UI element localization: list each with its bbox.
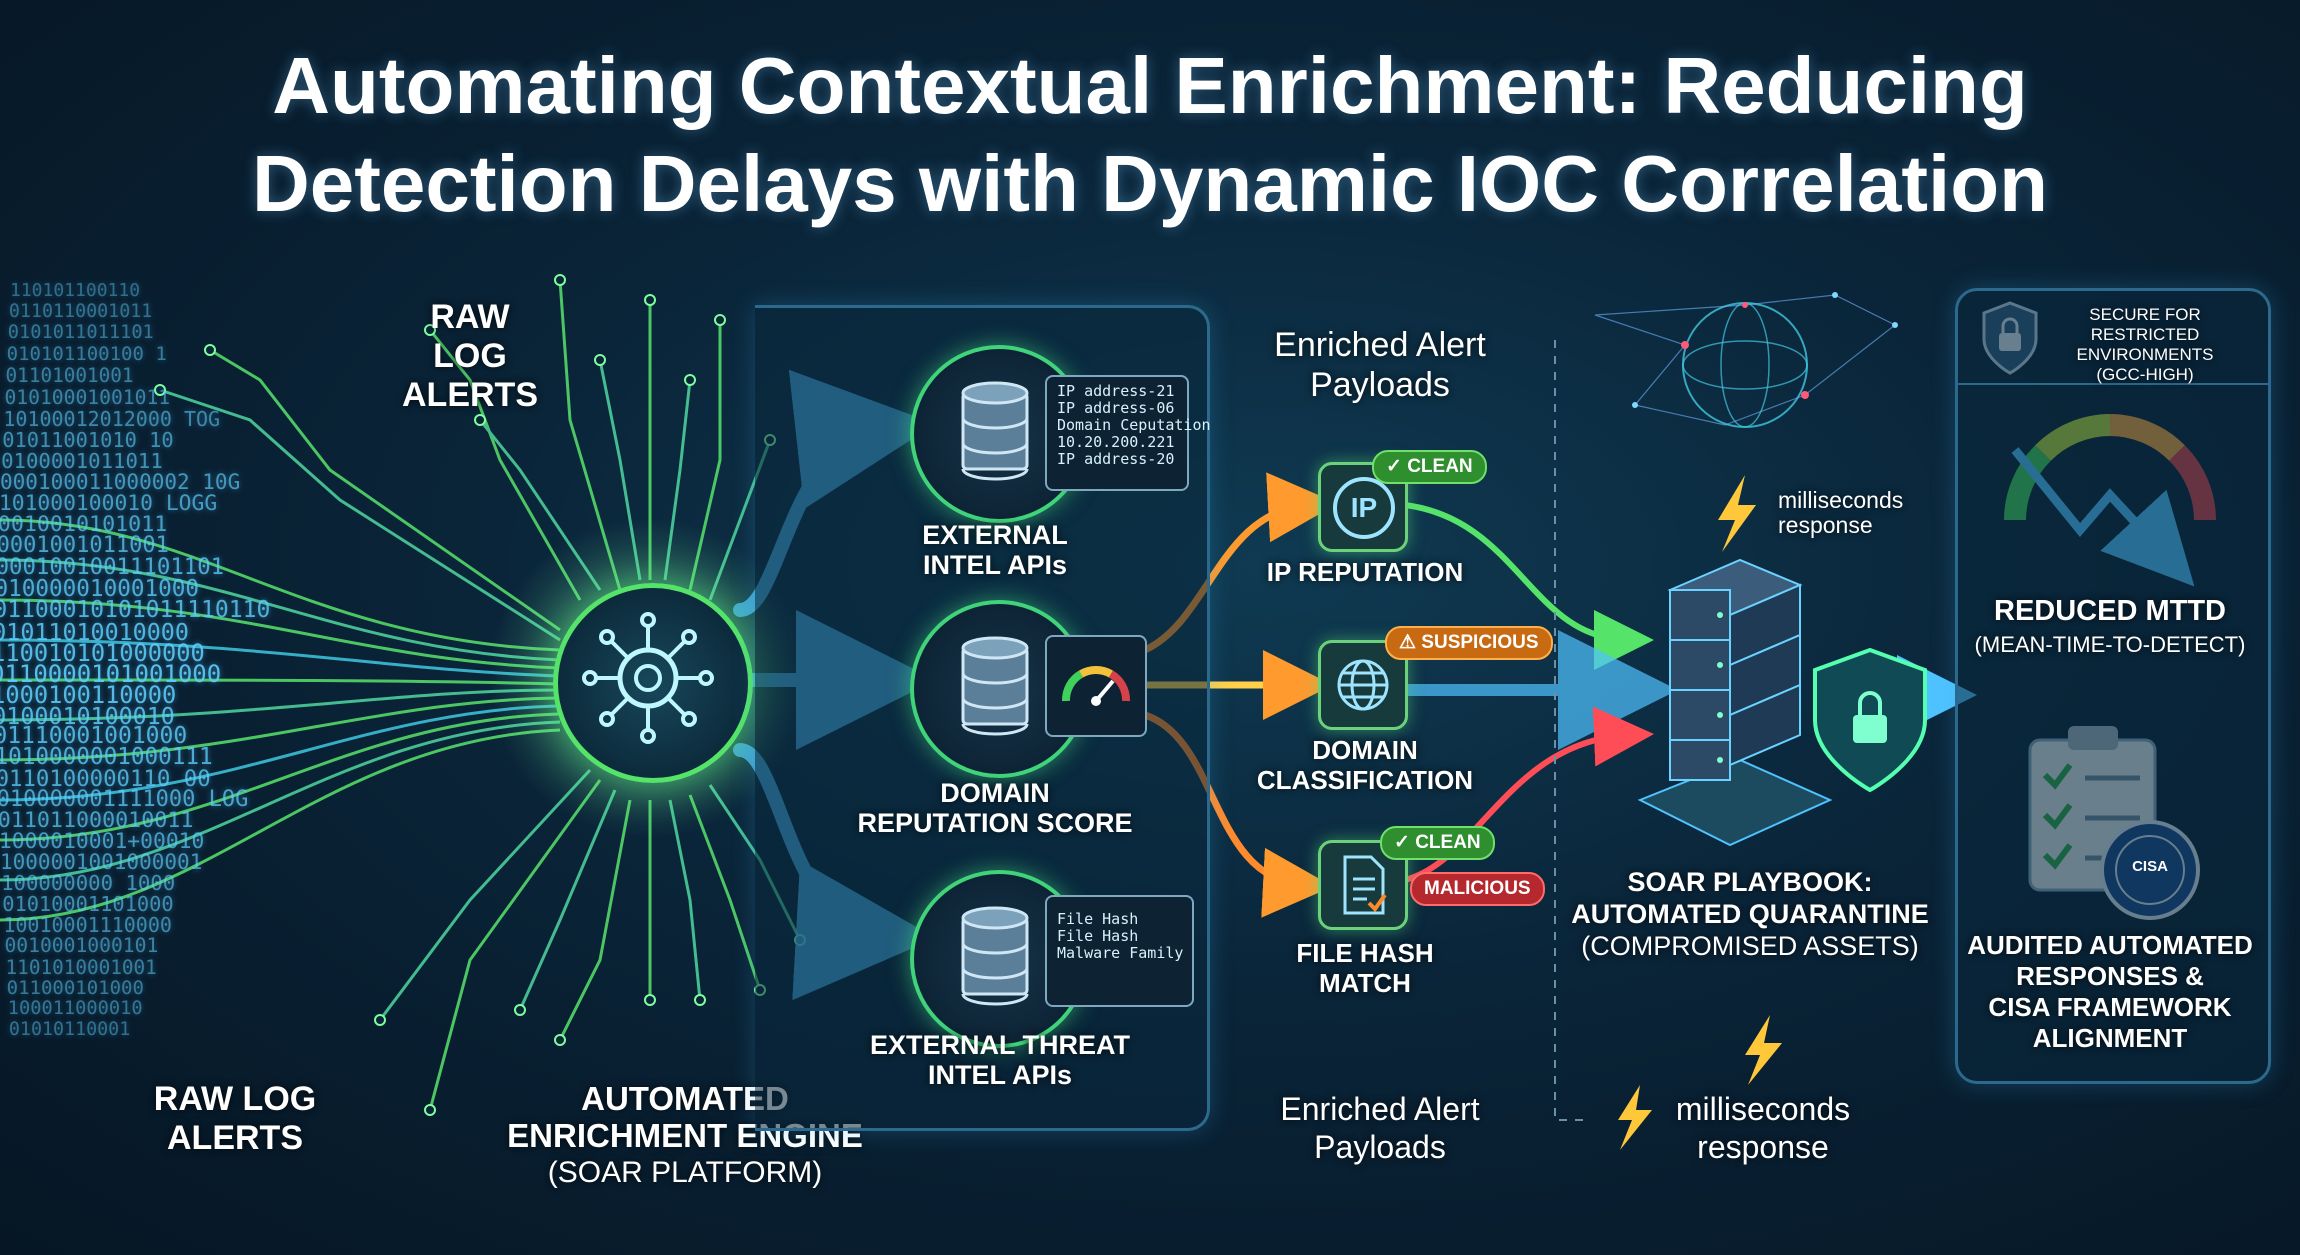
binary-row: 01011001010 10	[2, 427, 174, 452]
malicious-badge: MALICIOUS	[1410, 872, 1545, 906]
soar-playbook-label: SOAR PLAYBOOK: AUTOMATED QUARANTINE (COM…	[1571, 867, 1929, 961]
binary-row: 0010001000101	[4, 934, 159, 958]
binary-row: 0110100000110 00	[0, 765, 211, 792]
binary-row: 01010110001	[8, 1018, 131, 1040]
binary-row: 01100010101011110110	[0, 596, 271, 623]
binary-row: 10010001110000	[3, 913, 172, 938]
mttd-sub-label: (MEAN-TIME-TO-DETECT)	[1974, 632, 2246, 657]
binary-row: 01110001001000	[0, 723, 188, 750]
file-hash-label: FILE HASH MATCH	[1296, 938, 1434, 998]
binary-row: 10100012012000 TOG	[3, 406, 221, 431]
binary-row: 011011000010011	[0, 807, 194, 833]
clean-badge: ✓ CLEAN	[1380, 826, 1495, 860]
reduced-mttd-label: REDUCED MTTD	[1994, 595, 2226, 627]
server-shield-graphic	[1637, 558, 1927, 847]
binary-row: 000100011000002 10G	[0, 470, 241, 494]
threat-intel-label: EXTERNAL THREAT INTEL APIs	[869, 1030, 1130, 1090]
cisa-seal-text: CISA	[2132, 858, 2168, 875]
secure-environments-label: SECURE FOR RESTRICTED ENVIRONMENTS (GCC-…	[2076, 305, 2214, 384]
raw-log-alerts-bottom-label: RAW LOG ALERTS	[153, 1080, 317, 1157]
file-hash-card: File Hash File Hash Malware Family	[1045, 895, 1194, 1007]
ip-list-card: IP address-21 IP address-06 Domain Ceput…	[1045, 375, 1211, 491]
binary-row: 01011010010000	[0, 617, 189, 646]
network-globe	[1594, 292, 1898, 428]
binary-row: 0010010101011	[0, 512, 168, 538]
binary-row: 0101011011101	[7, 322, 154, 344]
binary-row: 100000000 1000	[1, 871, 176, 896]
outcomes-panel	[1955, 288, 2271, 1084]
audited-responses-label: AUDITED AUTOMATED RESPONSES & CISA FRAME…	[1967, 930, 2253, 1053]
binary-row: 100011000010	[7, 997, 143, 1019]
speed-bottom-label: milliseconds response	[1675, 1091, 1851, 1165]
binary-row: 0001001011001	[0, 533, 169, 559]
binary-row: 01010001001011	[4, 385, 171, 409]
binary-row: 010000001111000 LOG	[0, 786, 249, 812]
gauge-icon	[1062, 666, 1130, 706]
binary-row: 010101100100 1	[6, 343, 167, 366]
clean-badge: ✓ CLEAN	[1372, 450, 1487, 484]
enriched-payloads-top-label: Enriched Alert Payloads	[1274, 326, 1486, 404]
ip-reputation-label: IP REPUTATION	[1266, 557, 1464, 587]
external-intel-label: EXTERNAL INTEL APIs	[922, 520, 1068, 580]
gear-network-icon	[582, 612, 714, 744]
binary-row: 01101001001	[5, 364, 134, 388]
page-title-line2: Detection Delays with Dynamic IOC Correl…	[252, 139, 2048, 228]
document-icon	[1343, 855, 1387, 915]
domain-reputation-label: DOMAIN REPUTATION SCORE	[857, 778, 1133, 838]
binary-row: 1101010001001	[5, 955, 157, 979]
globe-icon	[1337, 659, 1389, 711]
enrichment-engine-hub	[553, 583, 753, 783]
enriched-payloads-bottom-label: Enriched Alert Payloads	[1280, 1091, 1480, 1165]
binary-row: 1000001001000001	[0, 850, 203, 874]
domain-reputation-db	[910, 600, 1088, 778]
domain-classification-label: DOMAIN CLASSIFICATION	[1256, 735, 1474, 795]
binary-row: 0110110001011	[8, 301, 153, 323]
ip-icon: IP	[1333, 477, 1395, 539]
speed-top-label: milliseconds response	[1778, 487, 1904, 538]
binary-row: 00010010011101101	[0, 554, 225, 581]
enrichment-engine-label: AUTOMATED ENRICHMENT ENGINE (SOAR PLATFO…	[507, 1080, 863, 1189]
lightning-icons	[1618, 475, 1782, 1150]
binary-row: 1010000001000111	[0, 744, 213, 771]
binary-row: 0100010100010	[0, 702, 175, 731]
database-icon	[961, 906, 1029, 1006]
reputation-gauge-card	[1045, 635, 1147, 737]
binary-row: 101000100010 LOGG	[0, 491, 218, 517]
binary-row: 01010001101000	[2, 892, 174, 917]
raw-log-alerts-top-label: RAW LOG ALERTS	[402, 298, 538, 414]
page-title-line1: Automating Contextual Enrichment: Reduci…	[272, 41, 2028, 130]
binary-row: 011000101000	[6, 976, 144, 999]
binary-row: 0110000101001000	[0, 660, 222, 688]
binary-row: 110010101000000	[0, 638, 205, 667]
binary-row: 010000010001000	[0, 575, 200, 602]
database-icon	[961, 636, 1029, 736]
binary-row: 110101100110	[10, 280, 141, 301]
binary-row: 0100001011011	[1, 448, 163, 473]
database-icon	[961, 381, 1029, 481]
payload-to-soar-arrows	[1394, 502, 1678, 883]
binary-row: 1000010001+00010	[0, 828, 205, 854]
suspicious-badge: ⚠ SUSPICIOUS	[1385, 626, 1553, 660]
binary-row: 1000100110000	[0, 681, 177, 710]
